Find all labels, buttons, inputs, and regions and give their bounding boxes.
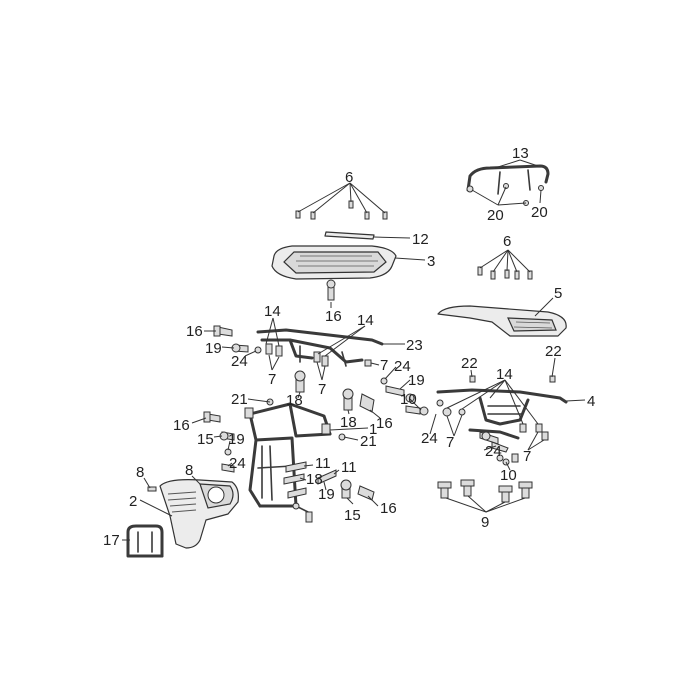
label-16-lower: 16 [380,500,397,517]
hardware-24-19-10-mid [380,377,429,416]
label-13: 13 [512,145,529,162]
part-1-front-frame [244,398,346,513]
label-16-lower-left: 16 [173,417,190,434]
label-3: 3 [427,253,435,270]
label-14-left: 14 [264,303,281,320]
label-15-left: 15 [197,431,214,448]
screws-6-upper [295,200,388,220]
screw-8-left [147,486,157,492]
label-16-top: 16 [325,308,342,325]
label-22-left: 22 [461,355,478,372]
screws-6-right [477,266,533,280]
hardware-16-15-19-24-left [203,411,235,473]
label-4: 4 [587,393,595,410]
label-20-right: 20 [531,204,548,221]
label-11-left: 11 [315,455,331,472]
label-8-left: 8 [136,464,144,481]
label-1: 1 [369,421,377,438]
label-16-left: 16 [186,323,203,340]
label-24-lower-left: 24 [229,455,246,472]
label-10-mid: 10 [400,391,417,408]
bolts-center [342,388,375,413]
label-22-right: 22 [545,343,562,360]
label-18-left: 18 [286,392,303,409]
label-9: 9 [481,514,489,531]
label-19-left: 19 [205,340,222,357]
part-17-bracket [126,524,164,558]
part-23-front-subframe [256,328,384,367]
label-18-lower: 18 [306,471,323,488]
label-24-mid: 24 [394,358,411,375]
label-5: 5 [554,285,562,302]
label-6-upper: 6 [345,169,353,186]
part-2-front-cover [159,479,239,549]
label-14-rear: 14 [496,366,513,383]
label-24-left: 24 [231,353,248,370]
label-7-c: 7 [380,357,388,374]
label-17: 17 [103,532,120,549]
label-23: 23 [406,337,423,354]
hardware-center-bottom [283,461,375,523]
label-6-right: 6 [503,233,511,250]
leader-lines [122,159,586,541]
label-20-left: 20 [487,207,504,224]
part-13-rear-rail [466,164,550,206]
label-16-center: 16 [376,415,393,432]
label-8-right: 8 [185,462,193,479]
label-21-right: 21 [360,433,377,450]
part-12-strip [324,231,375,240]
label-7-d: 7 [446,434,454,451]
part-5-rear-rack-panel [437,305,567,337]
label-12: 12 [412,231,429,248]
hardware-16-19-24-left [213,325,262,354]
part-labels: 13 6 12 3 20 20 6 5 16 14 14 16 19 24 7 … [103,145,595,549]
label-2: 2 [129,493,137,510]
label-19-mid: 19 [408,372,425,389]
label-21-left: 21 [231,391,248,408]
label-18-center: 18 [340,414,357,431]
label-24-rear: 24 [485,443,502,460]
label-11-right: 11 [341,459,357,476]
label-14-right: 14 [357,312,374,329]
label-7-b: 7 [318,381,326,398]
label-19-lower-left: 19 [228,431,245,448]
label-19-lower: 19 [318,486,335,503]
label-15-center: 15 [344,507,361,524]
label-10-right: 10 [500,467,517,484]
label-24-right: 24 [421,430,438,447]
label-7-e: 7 [523,448,531,465]
bolt-18-left [294,370,306,393]
part-3-front-rack-panel [271,245,397,301]
bolts-9 [437,479,533,503]
label-7-a: 7 [268,371,276,388]
